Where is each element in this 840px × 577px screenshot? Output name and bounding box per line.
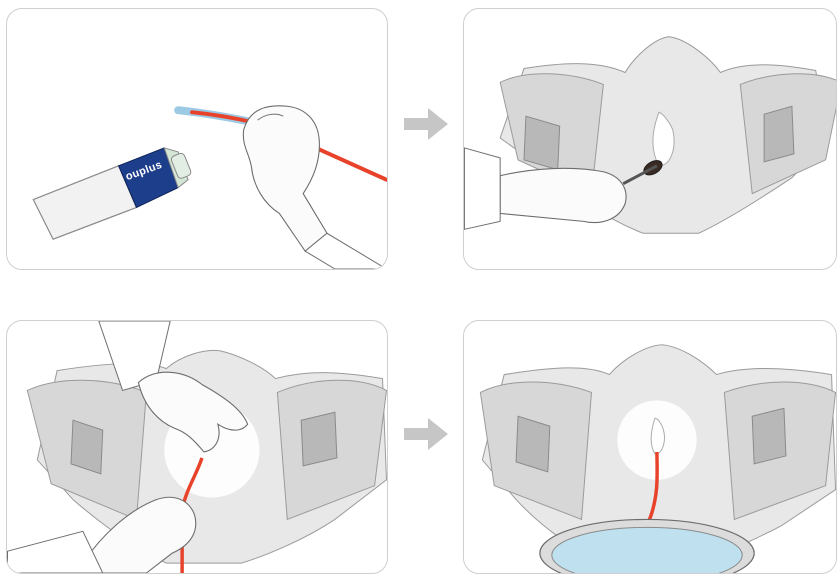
step-1-lubricate-panel: ouplus [6,8,388,270]
pelvis-model [27,350,386,563]
step-2-illustration [464,9,836,269]
right-arrow-icon [404,416,448,452]
step-2-clean-panel [463,8,837,270]
step-4-illustration [464,321,836,573]
step-4-drain-panel [463,320,837,574]
right-arrow-icon [404,106,448,142]
step-3-illustration [7,321,387,573]
step-3-insert-panel [6,320,388,574]
gloved-hand-icon [243,106,386,269]
lubricant-tube-icon [33,148,192,239]
step-1-illustration [7,9,387,269]
